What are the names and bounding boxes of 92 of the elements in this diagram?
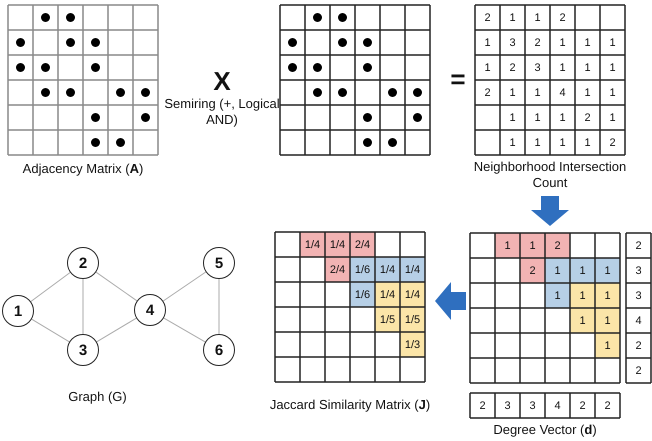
matrix-value: 1 <box>604 290 611 302</box>
matrix-value: 2 <box>635 240 642 252</box>
matrix-value: 4 <box>635 314 642 326</box>
matrix-value: 1 <box>609 112 616 124</box>
matrix-value: 2/4 <box>330 264 346 276</box>
caption: Semiring (+, Logical AND) <box>163 96 281 128</box>
matrix-value: 1/4 <box>380 288 396 300</box>
graph-edge <box>162 272 206 302</box>
matrix-value: 1 <box>534 136 541 148</box>
matrix-value: 1 <box>604 314 611 326</box>
caption: Graph (G) <box>68 389 127 405</box>
matrix-value: 4 <box>554 400 561 412</box>
graph-edge <box>96 318 137 342</box>
matrix-value: 1 <box>579 314 586 326</box>
matrix-value: 1/4 <box>404 288 420 300</box>
matrix-value: 1 <box>579 290 586 302</box>
matrix-value: 1 <box>509 12 516 24</box>
matrix-value: 1/5 <box>404 314 420 326</box>
matrix-value: 1 <box>604 340 611 352</box>
matrix-value: 1 <box>534 112 541 124</box>
vertex-circle: 3 <box>67 334 99 366</box>
matrix-value: 1 <box>504 240 511 252</box>
matrix-value: 2/4 <box>354 238 370 250</box>
vertex-circle: 5 <box>203 247 235 279</box>
matrix-value: 2 <box>484 12 491 24</box>
matrix-value: 4 <box>559 86 566 98</box>
graph-edge <box>82 278 84 334</box>
matrix-value: 1 <box>579 264 586 276</box>
graph-edge <box>31 318 70 342</box>
matrix-value: 1/5 <box>380 314 396 326</box>
matrix-value: 1 <box>559 136 566 148</box>
matrix-value: 2 <box>559 12 566 24</box>
matrix-value: 1 <box>554 264 561 276</box>
caption: Degree Vector (d) <box>493 422 597 438</box>
matrix-value: 1 <box>534 12 541 24</box>
matrix-value: 2 <box>484 86 491 98</box>
operator-symbol: X <box>213 66 231 96</box>
operator-symbol: = <box>450 64 466 94</box>
matrix-value: 1/6 <box>354 264 370 276</box>
caption: Neighborhood Intersection Count <box>472 159 628 191</box>
matrix-value: 2 <box>609 136 616 148</box>
matrix-value: 2 <box>479 400 486 412</box>
matrix-value: 1/6 <box>354 288 370 300</box>
graph-edge <box>30 272 71 302</box>
caption: Adjacency Matrix (A) <box>22 161 144 177</box>
matrix-value: 1 <box>534 86 541 98</box>
matrix-value: 2 <box>635 340 642 352</box>
vertex-circle: 6 <box>203 334 235 366</box>
matrix-value: 1 <box>509 136 516 148</box>
matrix-value: 1 <box>559 36 566 48</box>
matrix-value: 2 <box>604 400 611 412</box>
caption: Jaccard Similarity Matrix (J) <box>270 397 430 413</box>
graph-edge <box>96 272 138 302</box>
matrix-value: 1/4 <box>304 238 320 250</box>
matrix-value: 3 <box>529 400 536 412</box>
matrix-value: 1 <box>529 240 536 252</box>
graph-edge <box>218 278 220 334</box>
matrix-value: 1 <box>609 62 616 74</box>
matrix-value: 2 <box>509 62 516 74</box>
vertex-circle: 2 <box>67 247 99 279</box>
matrix-value: 1 <box>559 62 566 74</box>
matrix-value: 1 <box>509 112 516 124</box>
matrix-value: 1 <box>484 62 491 74</box>
matrix-value: 1 <box>604 264 611 276</box>
vertex-circle: 1 <box>2 295 34 327</box>
matrix-value: 3 <box>534 62 541 74</box>
matrix-value: 1 <box>584 136 591 148</box>
matrix-value: 2 <box>529 264 536 276</box>
matrix-value: 1 <box>509 86 516 98</box>
matrix-value: 2 <box>584 112 591 124</box>
matrix-value: 2 <box>635 364 642 376</box>
vertex-circle: 4 <box>134 294 166 326</box>
matrix-value: 1 <box>584 62 591 74</box>
matrix-value: 3 <box>504 400 511 412</box>
matrix-value: 3 <box>509 36 516 48</box>
matrix-value: 1 <box>609 86 616 98</box>
matrix-value: 3 <box>635 290 642 302</box>
matrix-value: 3 <box>635 264 642 276</box>
matrix-value: 1 <box>484 36 491 48</box>
matrix-value: 2 <box>579 400 586 412</box>
matrix-value: 1 <box>559 112 566 124</box>
graph-edge <box>163 318 206 342</box>
matrix-value: 1/4 <box>380 264 396 276</box>
matrix-value: 1/3 <box>404 338 420 350</box>
matrix-value: 1 <box>609 36 616 48</box>
matrix-value: 1/4 <box>404 264 420 276</box>
matrix-value: 1 <box>554 290 561 302</box>
matrix-value: 2 <box>534 36 541 48</box>
matrix-value: 1 <box>584 86 591 98</box>
matrix-value: 1 <box>584 36 591 48</box>
matrix-value: 2 <box>554 240 561 252</box>
matrix-value: 1/4 <box>330 238 346 250</box>
